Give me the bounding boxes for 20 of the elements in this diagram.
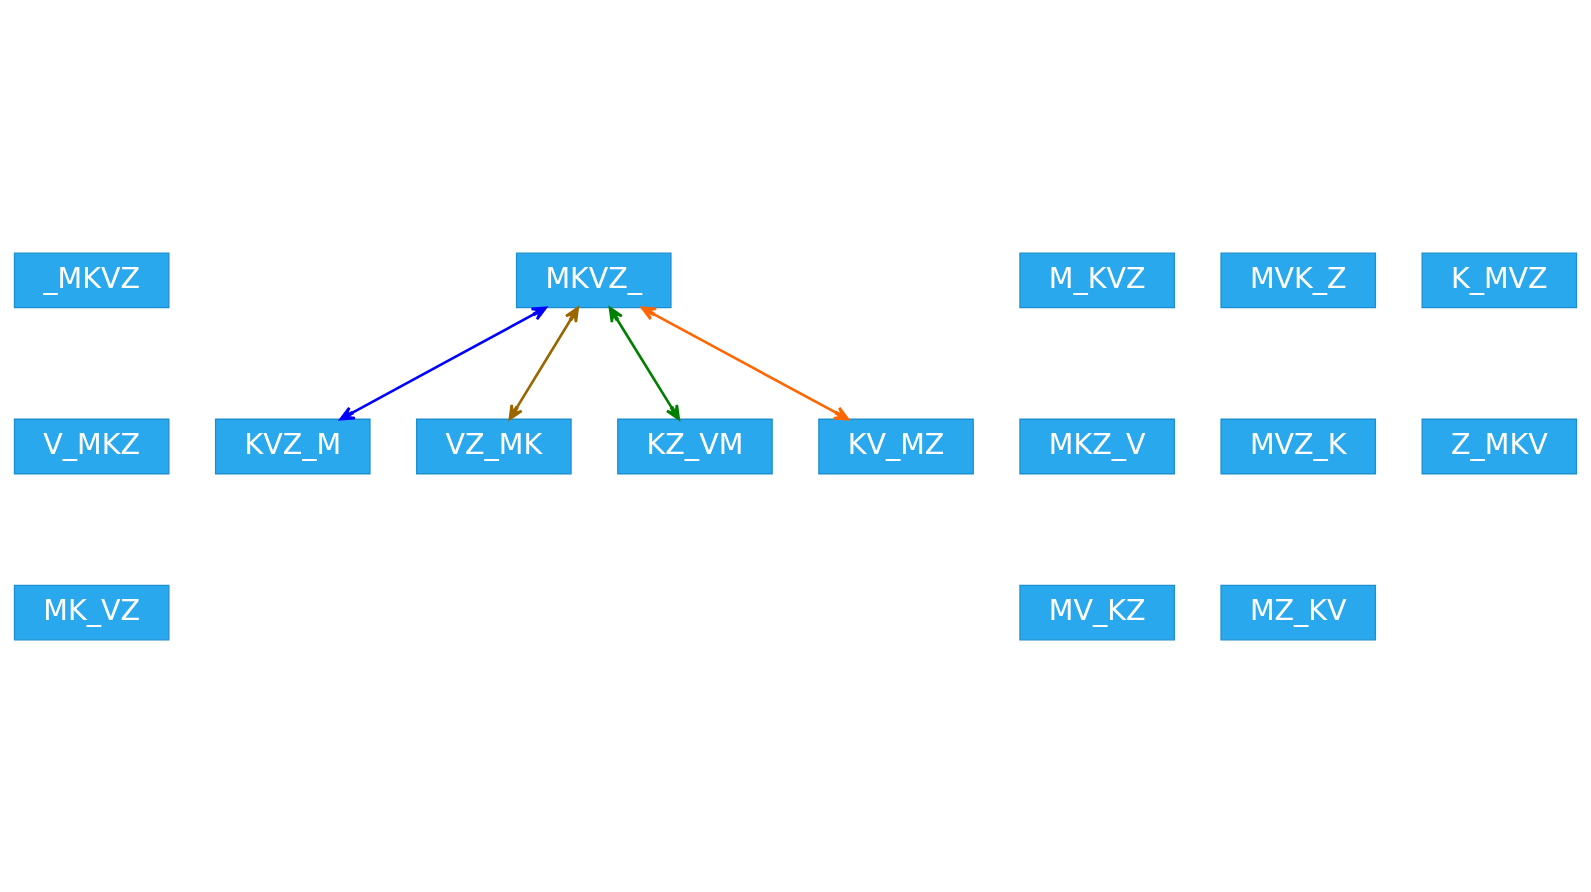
node-box: KZ_VM	[617, 418, 773, 474]
node-box: MZ_KV	[1220, 584, 1377, 640]
node-box: MV_KZ	[1019, 584, 1175, 640]
arrow	[608, 306, 681, 420]
node-box: MKZ_V	[1019, 418, 1175, 474]
node-box: M_KVZ	[1019, 252, 1175, 308]
node-box: K_MVZ	[1421, 252, 1578, 308]
node-box: Z_MKV	[1421, 418, 1578, 474]
node-box: MKVZ_	[515, 252, 672, 308]
arrow	[339, 306, 548, 420]
node-box: _MKVZ	[13, 252, 170, 308]
arrow	[508, 306, 579, 420]
node-box: KV_MZ	[818, 418, 974, 474]
node-box: V_MKZ	[13, 418, 170, 474]
node-box: MVZ_K	[1220, 418, 1377, 474]
node-box: MK_VZ	[13, 584, 170, 640]
node-box: VZ_MK	[416, 418, 572, 474]
node-box: KVZ_M	[214, 418, 371, 474]
arrow	[640, 306, 850, 420]
node-box: MVK_Z	[1220, 252, 1377, 308]
